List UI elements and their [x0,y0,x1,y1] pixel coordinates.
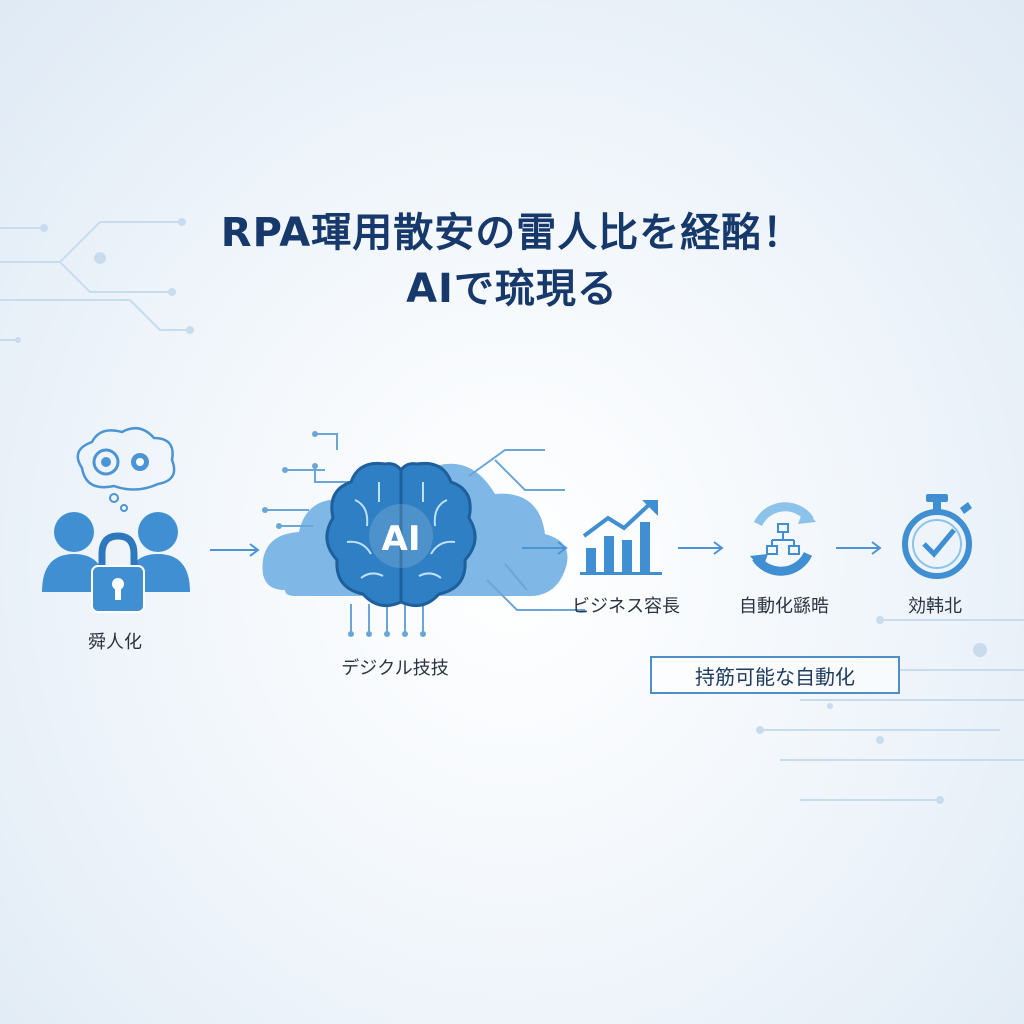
step-label-efficiency: 効韩北 [908,596,962,617]
ai-brain-cloud-icon: AI [262,431,585,637]
automation-cycle-icon [750,502,816,576]
title-line-2: AIで琉現る [406,266,618,312]
arrow-right-icon [678,541,724,555]
step-label-business-growth: ビジネス容長 [572,596,680,617]
sustainable-automation-badge: 持筋可能な自動化 [650,656,900,694]
arrow-right-icon [210,543,260,557]
arrow-right-icon [836,541,882,555]
step-label-automation: 自動化繇晧 [739,596,829,617]
step-label-digital-tech: デジクル技技 [341,658,449,679]
growth-chart-icon [580,500,662,575]
ai-text: AI [382,519,421,559]
arrow-right-icon [522,541,568,555]
locked-people-icon [42,426,190,613]
stopwatch-icon [902,494,972,579]
title-line-1: RPA琿用散安の雷人比を経酩！ [220,210,804,256]
step-label-locked-people: 舜人化 [88,632,142,653]
